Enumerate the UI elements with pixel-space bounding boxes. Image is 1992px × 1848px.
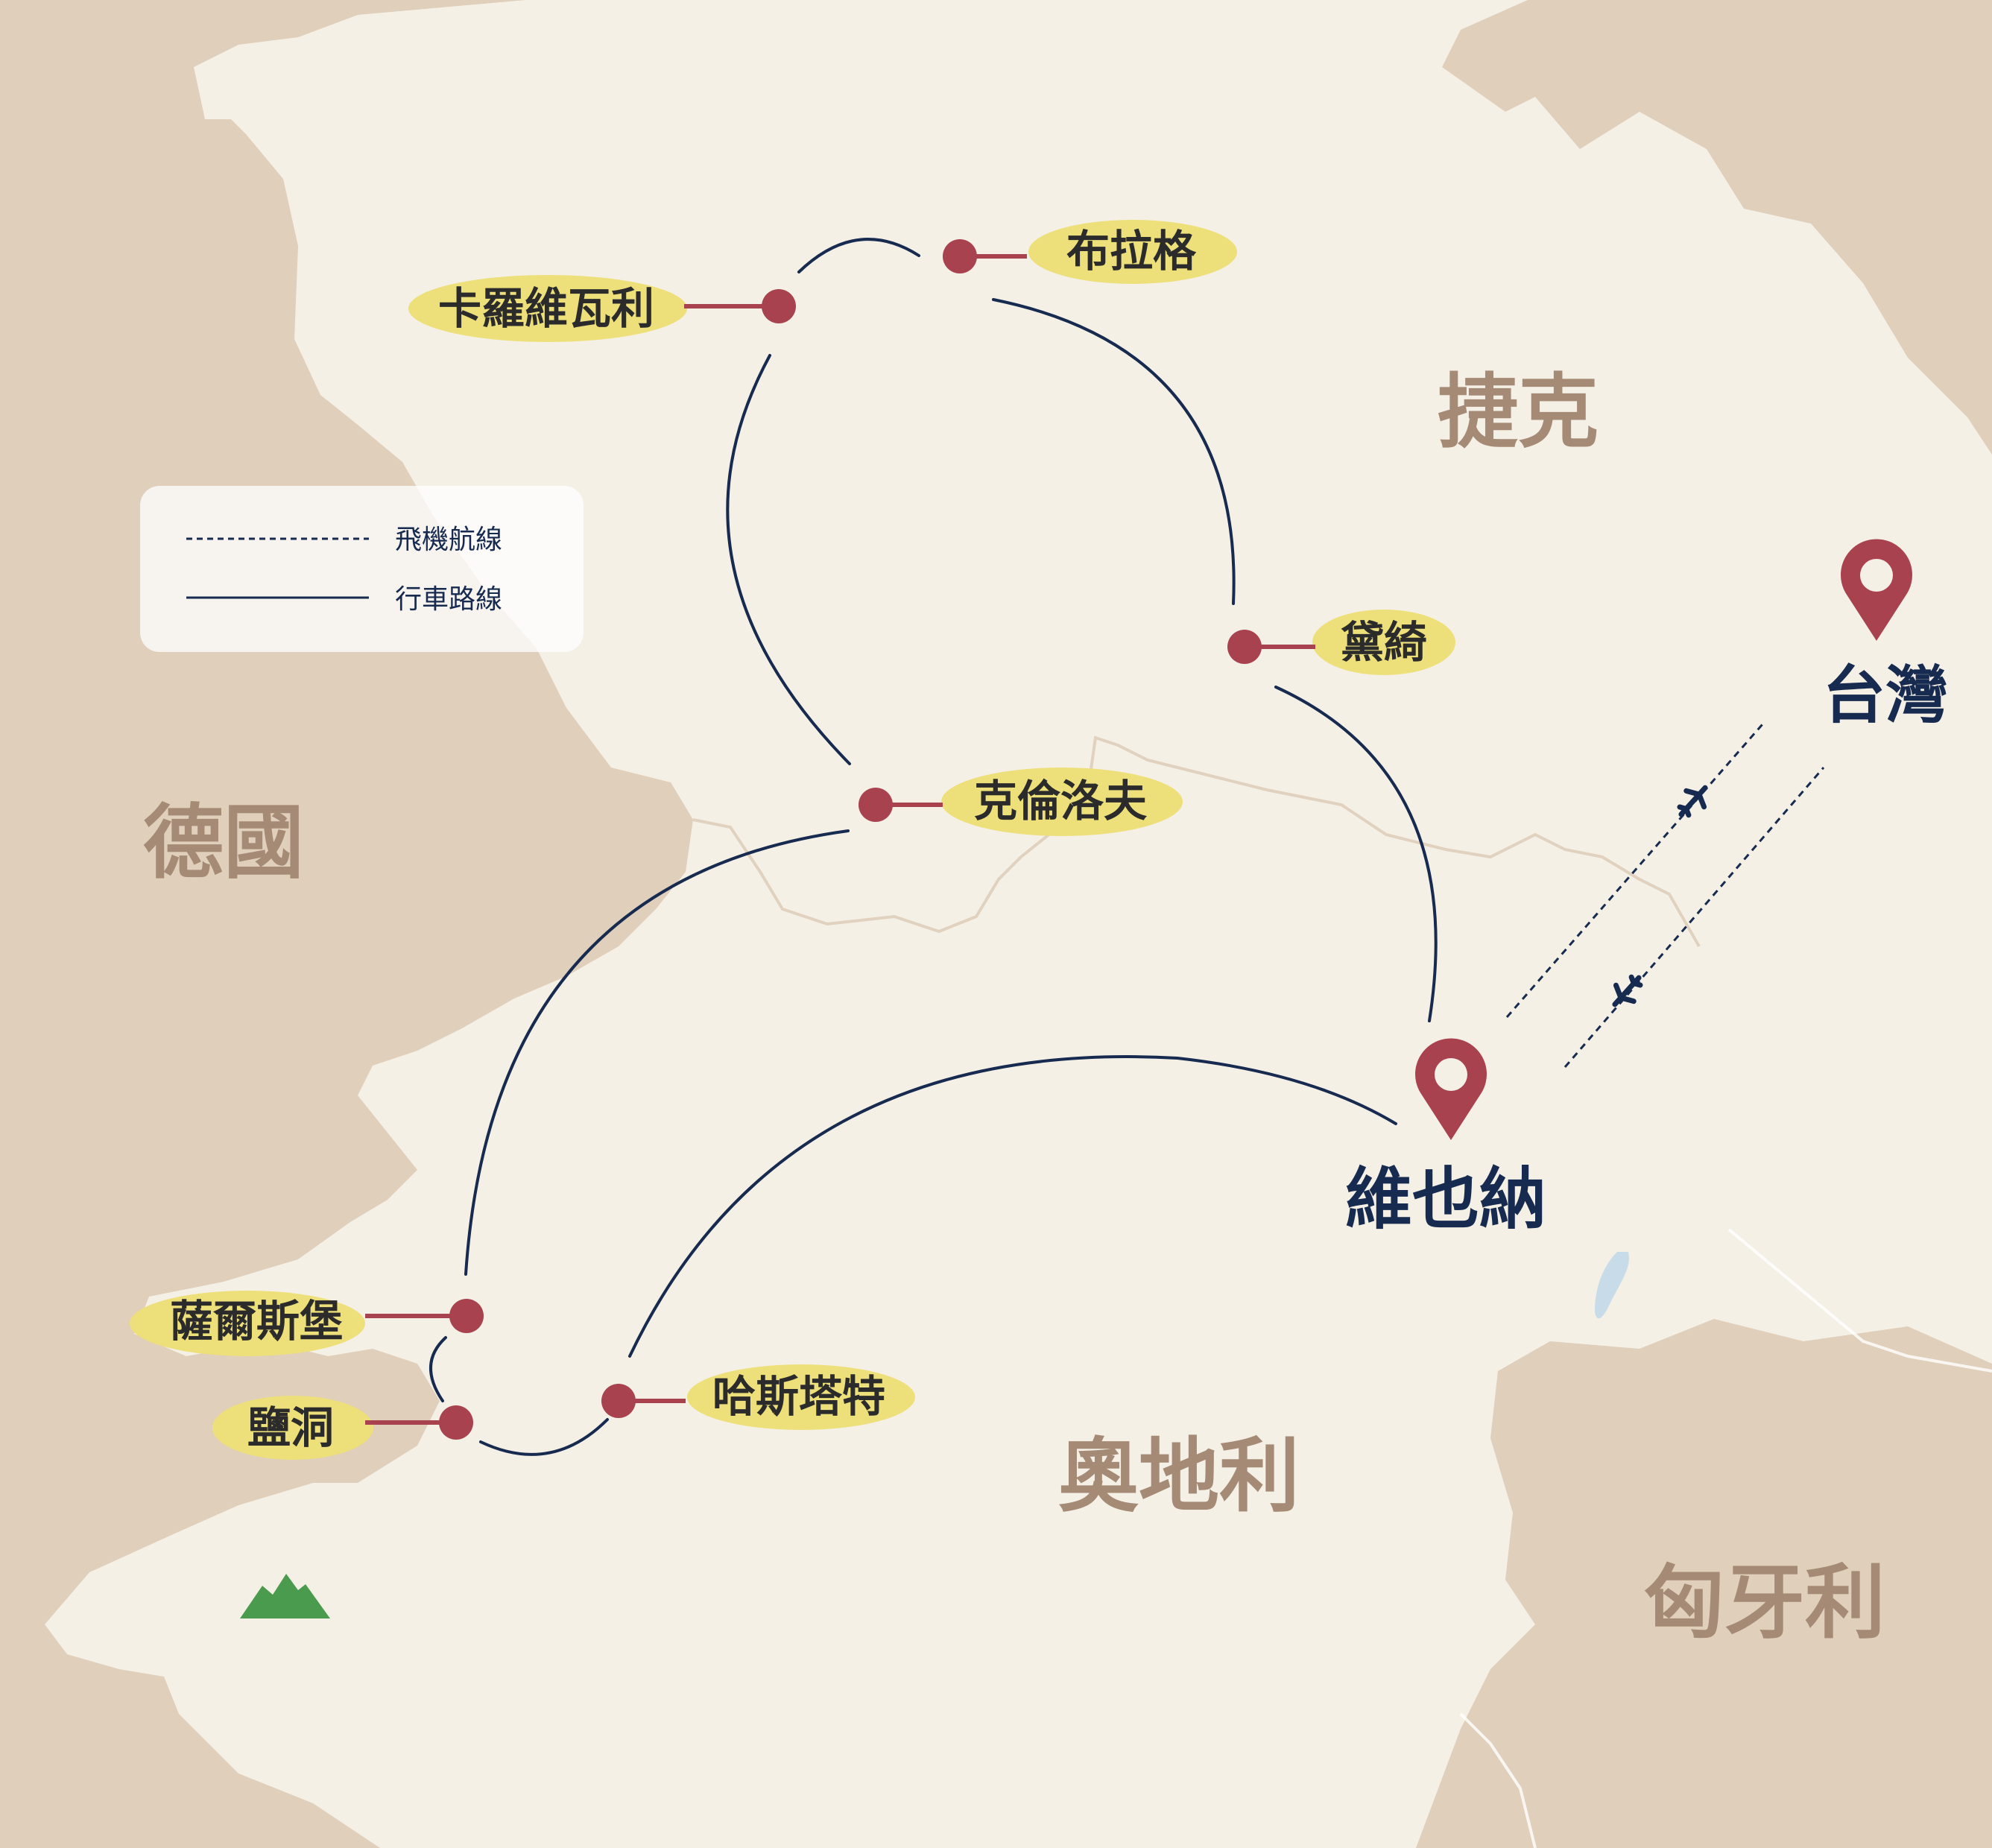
country-label-austria: 奧地利 bbox=[1058, 1429, 1300, 1523]
label-highlight bbox=[941, 768, 1183, 836]
stop-marker bbox=[762, 289, 796, 323]
stop-marker bbox=[439, 1405, 473, 1440]
country-label-germany: 德國 bbox=[143, 796, 304, 890]
main-region bbox=[45, 0, 1992, 1848]
country-label-czech: 捷克 bbox=[1438, 365, 1599, 459]
hub-taiwan[interactable]: 台灣 bbox=[1823, 539, 1948, 732]
stop-marker bbox=[1227, 630, 1262, 664]
route-saltmine-hallstatt bbox=[479, 1418, 609, 1456]
mountain-icon bbox=[240, 1574, 330, 1618]
stop-marker bbox=[943, 239, 977, 273]
stop-label-salzburg: 薩爾斯堡 bbox=[170, 1296, 343, 1347]
airplane-icon bbox=[1677, 785, 1708, 818]
country-border bbox=[1727, 1228, 1992, 1373]
stop-salt-mine[interactable]: 鹽洞 bbox=[212, 1396, 473, 1460]
map-pin-icon bbox=[1415, 1038, 1487, 1140]
stop-marker bbox=[449, 1299, 484, 1333]
stop-label-hallstatt: 哈斯塔特 bbox=[712, 1371, 885, 1422]
label-highlight bbox=[130, 1291, 365, 1356]
label-highlight bbox=[212, 1396, 373, 1460]
route-karlovy-vary-prague bbox=[797, 238, 920, 273]
stop-label-karlovy-vary: 卡羅維瓦利 bbox=[438, 283, 654, 334]
stop-telc[interactable]: 黛綺 bbox=[1227, 610, 1455, 675]
legend-box bbox=[140, 486, 584, 652]
stop-label-prague: 布拉格 bbox=[1066, 226, 1197, 276]
country-border bbox=[1459, 1712, 1537, 1848]
flight-route-inbound bbox=[1563, 767, 1825, 1068]
stop-label-salt-mine: 鹽洞 bbox=[247, 1402, 334, 1453]
country-label-hungary: 匈牙利 bbox=[1644, 1556, 1885, 1650]
lake bbox=[1595, 1252, 1629, 1319]
stop-salzburg[interactable]: 薩爾斯堡 bbox=[130, 1291, 484, 1356]
flight-routes bbox=[1505, 724, 1825, 1068]
airplane-icon bbox=[1612, 974, 1643, 1007]
legend-flight-label: 飛機航線 bbox=[395, 525, 502, 555]
route-salzburg-saltmine bbox=[429, 1336, 447, 1402]
stop-label-cesky-krumlov: 克倫洛夫 bbox=[974, 776, 1148, 826]
legend-driving-label: 行車路線 bbox=[395, 584, 502, 615]
driving-routes bbox=[429, 238, 1438, 1456]
hub-label-vienna: 維也納 bbox=[1345, 1159, 1546, 1238]
stop-label-telc: 黛綺 bbox=[1341, 617, 1427, 668]
stop-prague[interactable]: 布拉格 bbox=[943, 220, 1237, 284]
stop-cesky-krumlov[interactable]: 克倫洛夫 bbox=[859, 768, 1183, 836]
label-highlight bbox=[408, 275, 687, 342]
label-highlight bbox=[687, 1364, 915, 1430]
legend: 飛機航線 行車路線 bbox=[140, 486, 584, 652]
label-highlight bbox=[1312, 610, 1455, 675]
stop-marker bbox=[859, 788, 893, 822]
route-karlovy-vary-krumlov bbox=[726, 354, 851, 765]
hub-vienna[interactable]: 維也納 bbox=[1345, 1038, 1546, 1238]
label-highlight bbox=[1028, 220, 1237, 284]
route-prague-telc bbox=[992, 298, 1236, 605]
flight-route-outbound bbox=[1505, 724, 1764, 1018]
route-telc-vienna bbox=[1274, 686, 1438, 1022]
route-hallstatt-vienna bbox=[628, 1055, 1397, 1358]
country-border bbox=[692, 735, 1701, 947]
hub-label-taiwan: 台灣 bbox=[1823, 658, 1948, 732]
stop-karlovy-vary[interactable]: 卡羅維瓦利 bbox=[408, 275, 796, 342]
map-pin-icon bbox=[1841, 539, 1912, 641]
route-krumlov-salzburg bbox=[464, 829, 850, 1276]
stop-hallstatt[interactable]: 哈斯塔特 bbox=[601, 1364, 915, 1430]
stop-marker bbox=[601, 1384, 636, 1418]
